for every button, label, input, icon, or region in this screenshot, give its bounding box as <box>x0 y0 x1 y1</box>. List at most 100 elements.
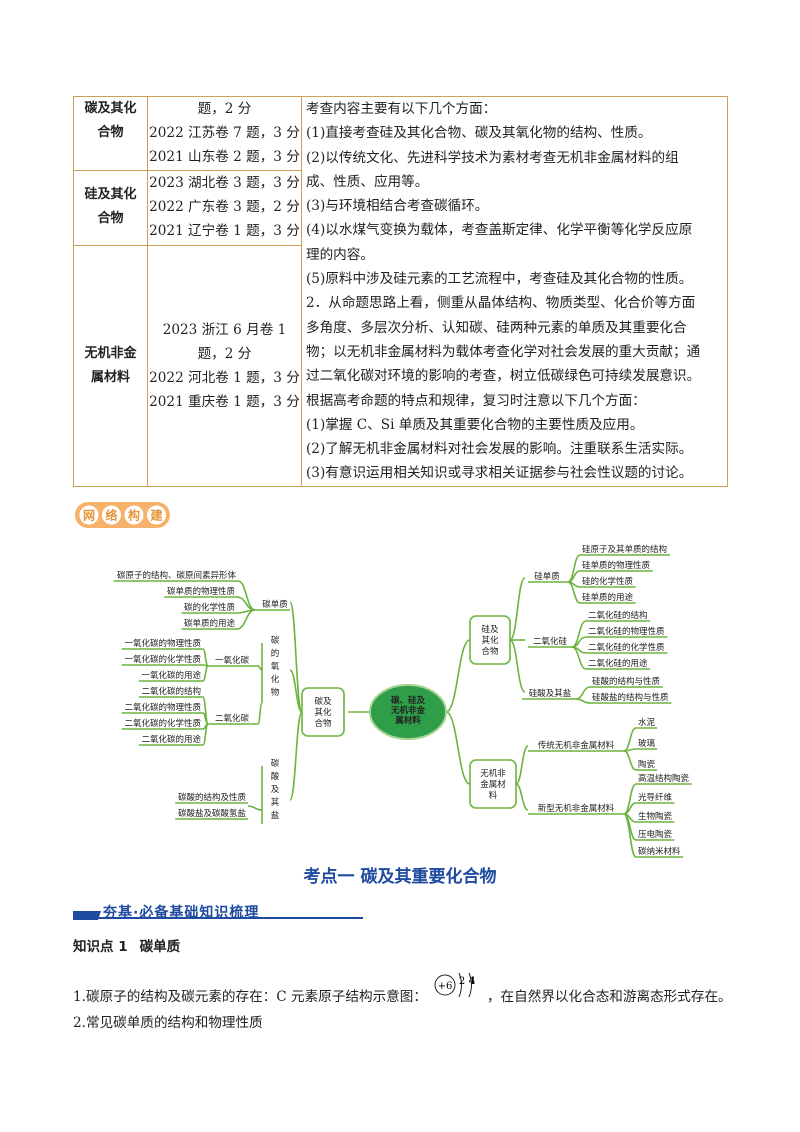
silicon-simple-item: 硅的化学性质 <box>582 576 634 587</box>
tag-char: 建 <box>149 508 163 523</box>
analysis-line: 多角度、多层次分析、认知碳、硅两种元素的单质及其重要化合 <box>306 319 687 336</box>
network-construction-tag: 网络构建 <box>75 502 170 528</box>
analysis-line: (5)原料中涉及硅元素的工艺流程中，考查硅及其化合物的性质。 <box>306 271 693 288</box>
topic-text: 无机非金 <box>84 345 137 361</box>
mind-map-branch <box>236 609 256 630</box>
subsection-banner <box>73 911 363 920</box>
analysis-line: 考查内容主要有以下几个方面： <box>306 101 497 117</box>
source-line: 2021 重庆卷 1 题，3 分 <box>149 393 300 410</box>
shell-1-electrons: 2 <box>459 976 465 987</box>
co-item: 一氧化碳的用途 <box>141 670 201 681</box>
sio2-item: 二氧化硅的结构 <box>588 610 648 621</box>
materials-node-text: 无机非 <box>480 768 506 779</box>
mind-map-branch <box>623 750 637 771</box>
tag-char: 网 <box>83 509 95 523</box>
analysis-line: 理的内容。 <box>306 246 374 263</box>
topic-text: 硅及其化 <box>84 186 137 202</box>
sio2-label: 二氧化硅 <box>533 636 568 647</box>
carbonic-acid-item: 碳酸盐及碳酸氢盐 <box>178 808 247 819</box>
mind-map-branch <box>445 711 471 785</box>
new-material-item: 碳纳米材料 <box>638 846 681 857</box>
analysis-text: 考查内容主要有以下几个方面：(1)直接考查硅及其化合物、碳及其氧化物的结构、性质… <box>306 97 723 486</box>
carbon-oxide-label: 氧 <box>271 661 280 672</box>
traditional-material-item: 水泥 <box>638 717 656 728</box>
sio2-item: 二氧化硅的化学性质 <box>588 642 665 653</box>
silicic-acid-item: 硅酸的结构与性质 <box>592 676 661 687</box>
analysis-line: (3)有意识运用相关知识或寻求相关证据参与社会性议题的讨论。 <box>306 465 693 482</box>
tag-char-badge <box>101 504 122 526</box>
mind-map-branch <box>623 727 637 752</box>
carbon-simple-item: 碳单质的用途 <box>184 618 236 629</box>
mind-map-branch <box>571 646 587 670</box>
carbonic-acid-item: 碳酸的结构及性质 <box>178 792 247 803</box>
analysis-line: (3)与环境相结合考查碳循环。 <box>306 198 489 215</box>
carbon-oxide-label: 化 <box>271 674 280 685</box>
analysis-line: 过二氧化碳对环境的影响的考查，树立低碳绿色可持续发展意识。 <box>306 368 701 385</box>
silicic-acid-label: 硅酸及其盐 <box>529 688 572 699</box>
silicon-compounds-node-text: 硅及 <box>481 624 499 635</box>
co2-item: 二氧化碳的用途 <box>141 734 201 745</box>
carbon-compounds-node-text: 其化 <box>314 707 332 718</box>
carbon-compounds-node <box>301 687 345 737</box>
materials-node <box>469 759 517 809</box>
silicon-simple-item: 硅原子及其单质的结构 <box>582 544 667 555</box>
co-label: 一氧化碳 <box>215 655 250 666</box>
carbonic-acid-label: 盐 <box>271 810 280 821</box>
mind-map-branch <box>202 723 209 746</box>
mind-map-branch <box>257 702 263 725</box>
exam-analysis-table: 碳及其化合物 题，2 分 2022 江苏卷 7 题，3 分 2021 山东卷 2… <box>73 96 728 487</box>
analysis-cell: 考查内容主要有以下几个方面：(1)直接考查硅及其化合物、碳及其氧化物的结构、性质… <box>301 96 728 487</box>
carbonic-acid-label: 酸 <box>271 771 280 782</box>
new-material-item: 光导纤维 <box>638 792 673 803</box>
new-material-item: 压电陶瓷 <box>638 829 673 840</box>
paragraph-1: 1.碳原子的结构及碳元素的存在：C 元素原子结构示意图： ，在自然界以化合态和游离… <box>73 985 732 1005</box>
source-line: 题，2 分 <box>197 345 252 362</box>
nucleus-label: +6 <box>438 981 453 992</box>
topic-cell: 无机非金属材料 <box>73 244 148 487</box>
carbon-oxide-label: 物 <box>271 687 280 698</box>
sources-cell: 2023 湖北卷 3 题，3 分 2022 广东卷 3 题，2 分 2021 辽… <box>147 169 302 246</box>
traditional-material-item: 玻璃 <box>638 738 656 749</box>
analysis-line: 根据高考命题的特点和规律，复习时注意以下几个方面： <box>306 392 646 409</box>
mind-map-branch <box>575 698 591 704</box>
co2-item: 二氧化碳的结构 <box>141 686 201 697</box>
co2-item: 二氧化碳的化学性质 <box>124 718 201 729</box>
source-line: 2021 辽宁卷 1 题，3 分 <box>149 222 300 239</box>
co-item: 一氧化碳的物理性质 <box>124 638 201 649</box>
mind-map-branch <box>567 581 581 604</box>
mind-map-branch <box>202 665 209 682</box>
carbon-simple-item: 碳的化学性质 <box>184 602 236 613</box>
mind-map-center-text: 碳、硅及 <box>391 695 426 706</box>
mind-map-branch <box>509 577 526 641</box>
carbon-simple-item: 碳单质的物理性质 <box>167 586 236 597</box>
analysis-line: (1)掌握 C、Si 单质及其重要化合物的主要性质及应用。 <box>306 416 644 433</box>
source-line: 2022 河北卷 1 题，3 分 <box>149 369 300 386</box>
mind-map-center <box>369 684 447 740</box>
mind-map-branch <box>247 805 263 811</box>
topic-text: 属材料 <box>90 369 130 385</box>
mind-map-branch <box>575 686 591 700</box>
mind-map-branch <box>445 639 471 713</box>
topic-cell: 硅及其化合物 <box>73 169 148 246</box>
new-materials-label: 新型无机非金属材料 <box>538 803 615 814</box>
silicon-compounds-node <box>469 615 511 665</box>
paragraph-1-text-end: ，在自然界以化合态和游离态形式存在。 <box>486 989 732 1005</box>
co-item: 一氧化碳的化学性质 <box>124 654 201 665</box>
mind-map-center-text: 属材料 <box>395 715 421 726</box>
tag-char: 络 <box>105 508 117 523</box>
paragraph-1-text: 1.碳原子的结构及碳元素的存在：C 元素原子结构示意图： <box>73 989 427 1005</box>
co2-item: 二氧化碳的物理性质 <box>124 702 201 713</box>
co2-label: 二氧化碳 <box>215 713 250 724</box>
sources-cell: 2023 浙江 6 月卷 1 题，2 分 2022 河北卷 1 题，3 分 20… <box>147 244 302 487</box>
tag-char-badge <box>123 504 145 526</box>
source-line: 2023 湖北卷 3 题，3 分 <box>149 174 300 191</box>
tag-char-badge <box>78 504 100 526</box>
topic-text: 合物 <box>97 125 124 140</box>
sio2-item: 二氧化硅的用途 <box>588 658 648 669</box>
sources-cell: 题，2 分 2022 江苏卷 7 题，3 分 2021 山东卷 2 题，3 分 <box>147 96 302 171</box>
carbon-simple-label: 碳单质 <box>262 599 288 610</box>
analysis-line: 物；以无机非金属材料为载体考查化学对社会发展的重大贡献；通 <box>306 343 701 360</box>
source-line: 2023 浙江 6 月卷 1 <box>162 321 287 338</box>
carbon-oxide-label: 的 <box>271 648 280 659</box>
